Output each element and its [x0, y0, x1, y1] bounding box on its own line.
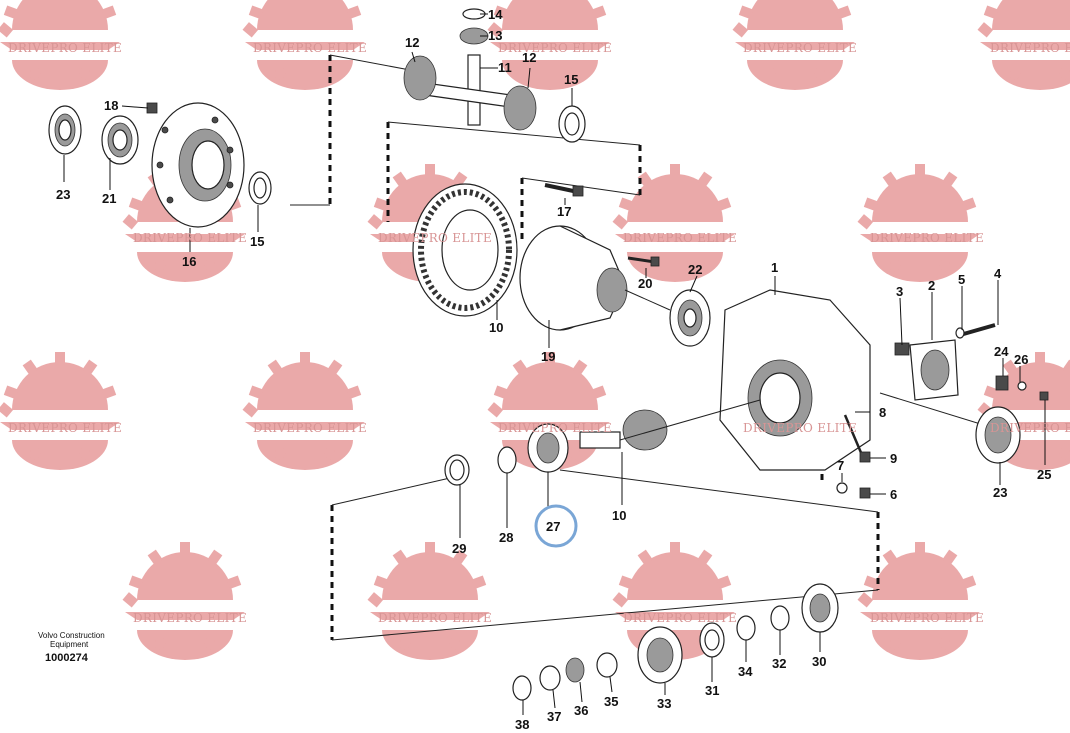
label-12-left: 12	[405, 35, 419, 50]
wm-3: DRIVEPRO ELITE	[498, 41, 612, 55]
diff-case-part-19	[519, 225, 628, 331]
caption-line2: Equipment	[50, 640, 89, 649]
label-10-pinion: 10	[612, 508, 626, 523]
label-32: 32	[772, 656, 786, 671]
wm-13: DRIVEPRO ELITE	[743, 421, 857, 435]
seal-part-29	[444, 454, 470, 486]
housing-part-1	[719, 289, 871, 471]
highlight-circle	[534, 504, 578, 548]
bolt-part-17	[544, 183, 584, 197]
label-8: 8	[879, 405, 886, 420]
label-29: 29	[452, 541, 466, 556]
wm-16: DRIVEPRO ELITE	[378, 611, 492, 625]
label-34: 34	[738, 664, 753, 679]
label-7: 7	[837, 458, 844, 473]
label-1: 1	[771, 260, 778, 275]
label-19: 19	[541, 349, 555, 364]
bearing-part-21-left	[101, 115, 139, 165]
label-3: 3	[896, 284, 903, 299]
label-11: 11	[498, 60, 512, 75]
label-20: 20	[638, 276, 652, 291]
wm-11: DRIVEPRO ELITE	[253, 421, 367, 435]
label-26: 26	[1014, 352, 1028, 367]
label-14: 14	[488, 7, 503, 22]
label-2: 2	[928, 278, 935, 293]
wm-5: DRIVEPRO ELITE	[990, 41, 1070, 55]
label-35: 35	[604, 694, 618, 709]
label-37: 37	[547, 709, 561, 724]
caption: Volvo Construction Equipment 1000274	[38, 631, 105, 664]
ring-gear-part-10	[412, 183, 518, 317]
lock-plate-parts	[995, 375, 1049, 401]
label-9: 9	[890, 451, 897, 466]
wm-15: DRIVEPRO ELITE	[133, 611, 247, 625]
wm-1: DRIVEPRO ELITE	[8, 41, 122, 55]
label-31: 31	[705, 683, 719, 698]
bearing-cap-assembly	[894, 323, 996, 401]
label-22: 23	[56, 187, 70, 202]
label-23: 23	[993, 485, 1007, 500]
housing-bolts	[836, 414, 871, 499]
wm-9: DRIVEPRO ELITE	[870, 231, 984, 245]
label-21-left: 21	[102, 191, 116, 206]
label-6: 6	[890, 487, 897, 502]
label-18: 18	[104, 98, 118, 113]
pinion-part-10	[579, 399, 761, 451]
label-16: 16	[182, 254, 196, 269]
caption-line1: Volvo Construction	[38, 631, 105, 640]
label-33: 33	[657, 696, 671, 711]
label-36: 36	[574, 703, 588, 718]
label-5: 5	[958, 272, 965, 287]
adjuster-nut-part-23	[975, 406, 1021, 464]
wm-12: DRIVEPRO ELITE	[498, 421, 612, 435]
label-38: 38	[515, 717, 529, 732]
wm-17: DRIVEPRO ELITE	[623, 611, 737, 625]
label-25: 25	[1037, 467, 1051, 482]
wm-4: DRIVEPRO ELITE	[743, 41, 857, 55]
wm-10: DRIVEPRO ELITE	[8, 421, 122, 435]
label-4: 4	[994, 266, 1002, 281]
wm-6: DRIVEPRO ELITE	[133, 231, 247, 245]
bottom-parts	[512, 583, 839, 701]
bolt-part-20	[627, 256, 660, 267]
gear-part-22	[48, 105, 82, 155]
wm-18: DRIVEPRO ELITE	[870, 611, 984, 625]
label-10-ring: 10	[489, 320, 503, 335]
carrier-half-part-16	[151, 102, 245, 228]
wm-2: DRIVEPRO ELITE	[253, 41, 367, 55]
caption-id: 1000274	[45, 652, 89, 664]
wm-8: DRIVEPRO ELITE	[623, 231, 737, 245]
label-30: 30	[812, 654, 826, 669]
label-15-right: 15	[564, 72, 578, 87]
label-24: 24	[994, 344, 1009, 359]
label-27: 27	[546, 519, 560, 534]
watermark-texts: DRIVEPRO ELITE DRIVEPRO ELITE DRIVEPRO E…	[8, 41, 1070, 625]
label-17: 17	[557, 204, 571, 219]
shim-part-28	[497, 446, 517, 474]
part-labels: 23 21 18 15 16 12 11 13 14 12 15 17 10 1…	[56, 7, 1051, 732]
wm-7: DRIVEPRO ELITE	[378, 231, 492, 245]
spider-assembly	[403, 8, 586, 143]
washer-part-15-left	[248, 171, 272, 205]
label-28: 28	[499, 530, 513, 545]
label-21-right: 22	[688, 262, 702, 277]
label-15-left: 15	[250, 234, 264, 249]
nut-part-18	[146, 102, 158, 114]
bearing-part-21-right	[624, 289, 711, 347]
label-13: 13	[488, 28, 502, 43]
label-12-right: 12	[522, 50, 536, 65]
wm-14: DRIVEPRO ELITE	[990, 421, 1070, 435]
leader-lines	[63, 13, 1046, 715]
